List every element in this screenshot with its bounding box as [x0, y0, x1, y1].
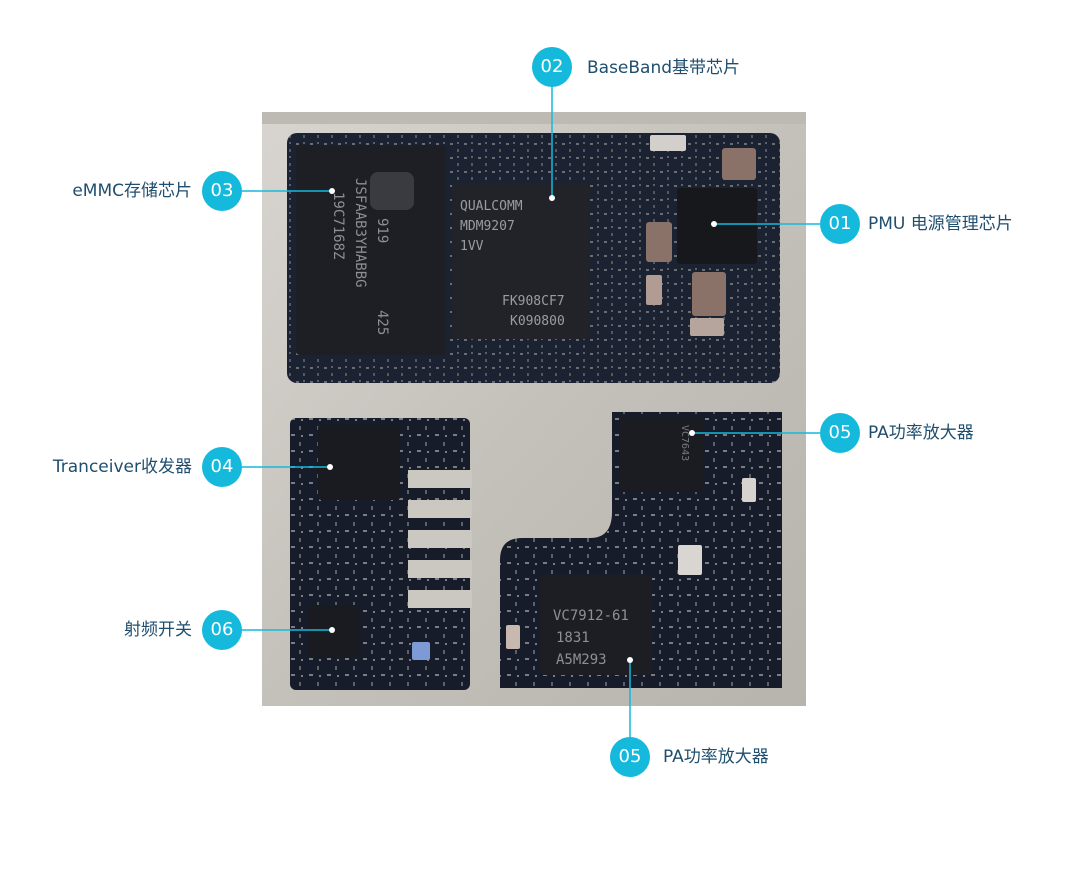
- callout-badge-06: 06: [202, 610, 242, 650]
- shield-top-edge: [262, 112, 806, 124]
- pmu-chip: [677, 188, 757, 264]
- transceiver-chip: [318, 425, 400, 500]
- blue-component: [412, 642, 430, 660]
- emmc-marking-1: 919: [374, 218, 390, 243]
- callout-badge-02: 02: [532, 47, 572, 87]
- pa-bottom-marking-1: VC7912-61: [553, 608, 629, 624]
- baseband-model: MDM9207: [460, 219, 515, 234]
- baseband-chip: [452, 183, 590, 339]
- emmc-marking-2: JSFAAB3YHABBG: [352, 178, 368, 288]
- callout-badge-03: 03: [202, 171, 242, 211]
- passive-components-top: [646, 135, 756, 336]
- pa-top-marking: VC7643: [679, 425, 690, 461]
- callout-badge-05-top: 05: [820, 413, 860, 453]
- callout-label-rf-switch: 射频开关: [124, 620, 192, 640]
- callout-label-transceiver: Tranceiver收发器: [52, 457, 192, 477]
- callout-lines: [242, 84, 820, 740]
- pa-bottom-marking-3: A5M293: [556, 652, 607, 668]
- baseband-brand: QUALCOMM: [460, 199, 523, 214]
- pa-bottom-chip: [540, 575, 652, 675]
- callout-label-emmc: eMMC存储芯片: [72, 181, 192, 201]
- emmc-marking-3: 19C7168Z: [330, 192, 346, 259]
- callout-badge-01: 01: [820, 204, 860, 244]
- callout-label-pa-top: PA功率放大器: [868, 423, 974, 443]
- baseband-rev: 1VV: [460, 239, 484, 254]
- callout-badge-04: 04: [202, 447, 242, 487]
- shield-fingers: [408, 470, 472, 608]
- callout-label-baseband: BaseBand基带芯片: [587, 58, 741, 78]
- pa-bottom-marking-2: 1831: [556, 630, 590, 646]
- pa-top-chip: [620, 418, 704, 492]
- callout-badge-05-bottom: 05: [610, 737, 650, 777]
- callout-label-pa-bottom: PA功率放大器: [663, 747, 769, 767]
- callout-dots: [327, 188, 717, 663]
- baseband-code-2: K090800: [510, 314, 565, 329]
- callout-label-pmu: PMU 电源管理芯片: [868, 214, 1013, 234]
- pa-bottom-passive: [678, 545, 702, 575]
- baseband-code-1: FK908CF7: [502, 294, 565, 309]
- pa-bottom-passive-2: [506, 625, 520, 649]
- pa-top-passive: [742, 478, 756, 502]
- emmc-logo: [370, 172, 414, 210]
- emmc-marking-4: 425: [374, 310, 390, 335]
